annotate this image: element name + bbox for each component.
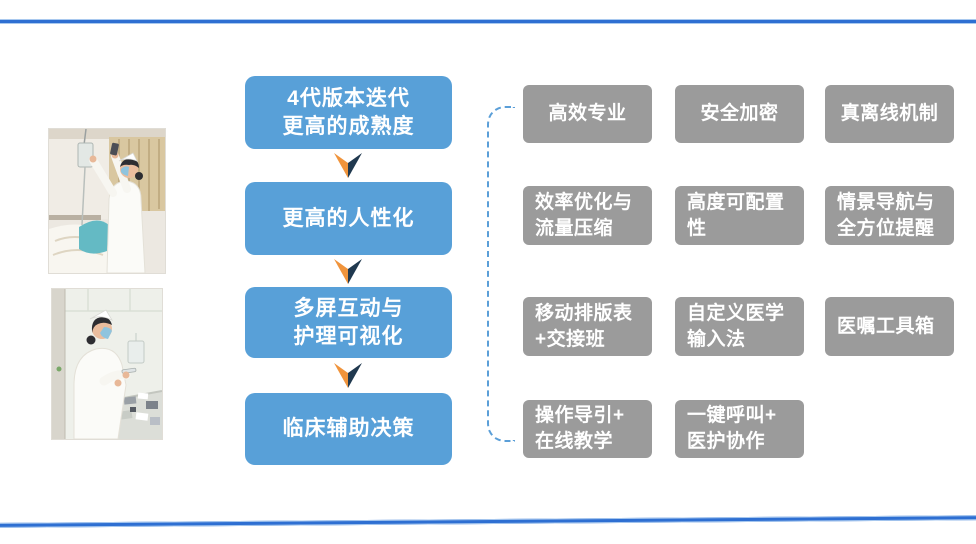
feature-box-1-1: 高效专业 bbox=[523, 85, 652, 143]
feature-label: +交接班 bbox=[535, 328, 606, 350]
nurse-figure bbox=[73, 309, 137, 439]
flow-step-line: 4代版本迭代 bbox=[287, 86, 410, 110]
feature-box-1-3: 真离线机制 bbox=[825, 85, 954, 143]
feature-label: 流量压缩 bbox=[535, 217, 614, 239]
feature-label: 医嘱工具箱 bbox=[837, 315, 935, 337]
feature-label: 高效专业 bbox=[548, 103, 627, 124]
feature-label: 一键呼叫+ bbox=[687, 405, 777, 426]
nurse-iv-illustration bbox=[49, 129, 165, 273]
nurse-adjusting-iv-drip-photo bbox=[48, 128, 166, 274]
flow-step-line: 更高的成熟度 bbox=[282, 114, 415, 138]
feature-box-1-2: 安全加密 bbox=[675, 85, 804, 143]
down-chevron-icon bbox=[334, 363, 362, 388]
feature-label: 自定义医学 bbox=[687, 302, 785, 324]
feature-label: 高度可配置 bbox=[687, 191, 785, 213]
feature-label: 移动排版表 bbox=[535, 302, 633, 324]
dashed-bracket-connector bbox=[487, 106, 515, 442]
feature-box-2-3: 情景导航与 全方位提醒 bbox=[825, 186, 954, 245]
bottom-divider-line bbox=[0, 515, 976, 528]
nurse-preparing-medication-photo bbox=[51, 288, 163, 440]
iv-bag-on-wall bbox=[127, 333, 145, 364]
feature-label: 全方位提醒 bbox=[837, 217, 935, 239]
flow-step-line: 护理可视化 bbox=[293, 324, 404, 348]
feature-box-3-2: 自定义医学 输入法 bbox=[675, 297, 804, 356]
down-chevron-icon bbox=[334, 153, 362, 178]
feature-label: 性 bbox=[687, 217, 707, 239]
feature-label: 在线教学 bbox=[535, 431, 614, 452]
flow-step-line: 临床辅助决策 bbox=[282, 417, 415, 440]
feature-label: 操作导引+ bbox=[535, 405, 625, 426]
hospital-bed bbox=[49, 220, 111, 273]
feature-label: 真离线机制 bbox=[840, 103, 939, 124]
feature-label: 效率优化与 bbox=[535, 191, 633, 213]
feature-box-2-2: 高度可配置 性 bbox=[675, 186, 804, 245]
flow-step-humanization: 更高的人性化 bbox=[245, 182, 452, 255]
feature-box-3-3: 医嘱工具箱 bbox=[825, 297, 954, 356]
flow-step-line: 多屏互动与 bbox=[293, 296, 404, 320]
door-frame bbox=[52, 289, 66, 439]
feature-label: 医护协作 bbox=[687, 431, 766, 452]
flow-step-multiscreen-visualization: 多屏互动与 护理可视化 bbox=[245, 287, 452, 358]
feature-box-4-2: 一键呼叫+ 医护协作 bbox=[675, 400, 804, 458]
nurse-figure bbox=[89, 142, 146, 273]
flow-step-version-iteration: 4代版本迭代 更高的成熟度 bbox=[245, 76, 452, 149]
feature-label: 输入法 bbox=[687, 328, 746, 350]
feature-box-4-1: 操作导引+ 在线教学 bbox=[523, 400, 652, 458]
feature-label: 情景导航与 bbox=[837, 191, 935, 213]
feature-box-3-1: 移动排版表 +交接班 bbox=[523, 297, 652, 356]
top-divider-line bbox=[0, 19, 976, 24]
flow-step-line: 更高的人性化 bbox=[282, 206, 415, 230]
feature-label: 安全加密 bbox=[700, 103, 779, 124]
flow-step-clinical-decision-support: 临床辅助决策 bbox=[245, 393, 452, 465]
feature-box-2-1: 效率优化与 流量压缩 bbox=[523, 186, 652, 245]
nurse-medication-illustration bbox=[52, 289, 162, 439]
down-chevron-icon bbox=[334, 259, 362, 284]
